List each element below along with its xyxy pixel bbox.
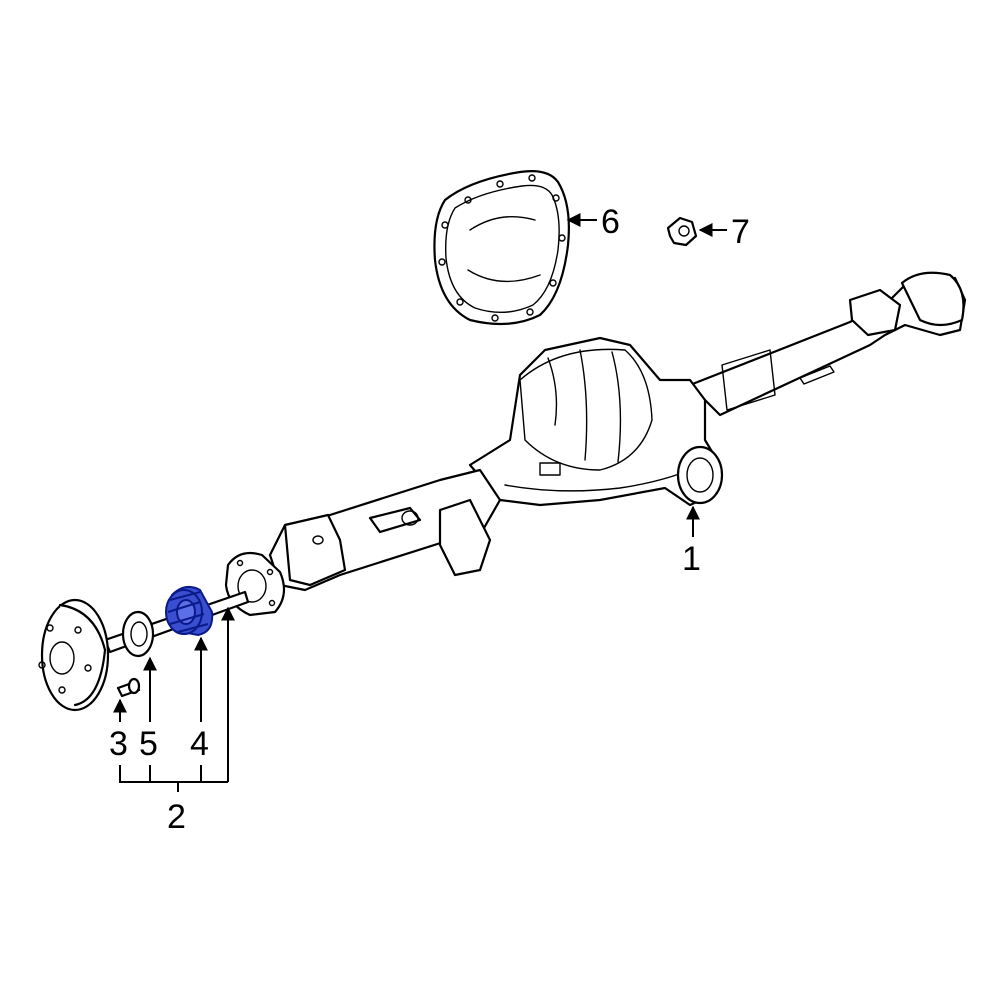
retainer-plate[interactable]: [121, 610, 155, 658]
axle-housing[interactable]: [224, 271, 967, 617]
callout-labels: 1 2 3 5 4 6 7: [109, 203, 750, 836]
leader-lines: [113, 213, 727, 792]
callout-2: 2: [167, 798, 186, 836]
callout-5: 5: [139, 725, 158, 763]
callout-3: 3: [109, 725, 128, 763]
callout-4: 4: [190, 725, 209, 763]
axle-bearing[interactable]: [165, 585, 214, 637]
vent-fitting[interactable]: [666, 216, 698, 247]
differential-cover-gasket[interactable]: [433, 170, 570, 326]
callout-1: 1: [682, 540, 701, 578]
callout-7: 7: [731, 213, 750, 251]
wheel-stud[interactable]: [116, 677, 141, 698]
axle-hub-flange[interactable]: [38, 598, 110, 712]
callout-6: 6: [601, 203, 620, 241]
